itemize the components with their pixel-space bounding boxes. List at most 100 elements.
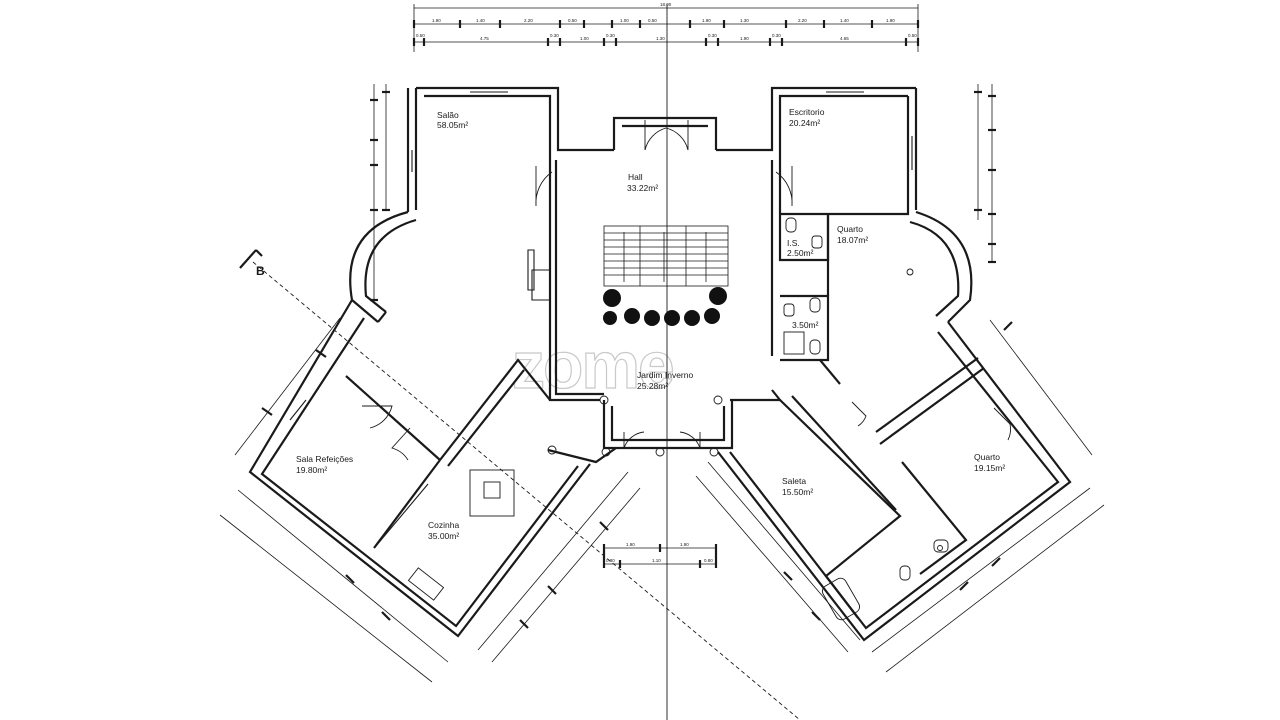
svg-text:0.30: 0.30 — [772, 33, 781, 38]
walls-entrance — [547, 268, 914, 457]
column-entrance-right — [709, 447, 719, 457]
svg-text:0.30: 0.30 — [708, 33, 717, 38]
svg-text:0.80: 0.80 — [606, 558, 615, 563]
door-saleta — [851, 401, 867, 427]
bidet-wc — [809, 339, 821, 355]
column-outer-left — [547, 445, 557, 455]
room-escritorio-area: 20.24m² — [789, 118, 820, 128]
sink-drain — [937, 545, 943, 551]
room-is-name: I.S. — [787, 238, 800, 248]
room-saleta-area: 15.50m² — [782, 487, 813, 497]
svg-text:2.20: 2.20 — [798, 18, 807, 23]
door-sala-2 — [391, 427, 411, 461]
column-right — [713, 395, 723, 405]
svg-text:1.90: 1.90 — [432, 18, 441, 23]
hall-doors — [535, 120, 793, 207]
svg-text:0.30: 0.30 — [550, 33, 559, 38]
room-wc-area: 3.50m² — [792, 320, 819, 330]
svg-text:1.90: 1.90 — [680, 542, 689, 547]
room-quarto2-area: 19.15m² — [974, 463, 1005, 473]
svg-text:0.50: 0.50 — [648, 18, 657, 23]
door-hall-left — [535, 166, 553, 207]
walls-hall — [527, 116, 783, 402]
svg-text:4.65: 4.65 — [840, 36, 849, 41]
walls-bathrooms — [778, 214, 841, 385]
room-hall-area: 33.22m² — [627, 183, 658, 193]
svg-text:1.40: 1.40 — [840, 18, 849, 23]
column-quarto1 — [906, 268, 914, 276]
column-outer-right — [655, 447, 665, 457]
staircase — [603, 225, 729, 287]
room-jardim-area: 25.28m² — [637, 381, 668, 391]
svg-text:0.50: 0.50 — [568, 18, 577, 23]
svg-text:4.75: 4.75 — [480, 36, 489, 41]
room-jardim-name: Jardim Inverno — [637, 370, 693, 380]
section-marker-symbol — [239, 249, 263, 269]
sink-is — [811, 235, 823, 249]
room-cozinha-name: Cozinha — [428, 520, 459, 530]
svg-text:0.30: 0.30 — [606, 33, 615, 38]
winter-garden-plants — [603, 287, 727, 326]
svg-text:0.50: 0.50 — [908, 33, 917, 38]
svg-text:1.30: 1.30 — [740, 18, 749, 23]
door-quarto2 — [993, 407, 1011, 441]
center-dimensions: 1.90 1.90 0.80 1.10 0.80 — [602, 542, 718, 568]
svg-text:1.90: 1.90 — [886, 18, 895, 23]
svg-text:0.80: 0.80 — [704, 558, 713, 563]
left-wing-dimensions — [219, 317, 641, 683]
toilet-wc — [809, 297, 821, 313]
walls-lower-right-wing — [717, 321, 1072, 642]
room-cozinha-area: 35.00m² — [428, 531, 459, 541]
walls-escritorio — [716, 86, 973, 323]
walls-salao — [349, 86, 614, 323]
room-salao-area: 58.05m² — [437, 120, 468, 130]
sink-wc — [783, 303, 795, 317]
room-salao-name: Salão — [437, 110, 459, 120]
door-sala-1 — [362, 405, 393, 429]
kitchen-island — [469, 469, 515, 517]
svg-text:0.50: 0.50 — [416, 33, 425, 38]
door-entrance-right — [679, 431, 701, 449]
watermark: zome — [512, 328, 673, 402]
dim-overall: 18.00 — [660, 2, 672, 7]
toilet-suite — [899, 565, 911, 581]
section-marker-label: B — [256, 264, 265, 278]
svg-text:1.10: 1.10 — [652, 558, 661, 563]
room-is-area: 2.50m² — [787, 248, 814, 258]
room-escritorio-name: Escritorio — [789, 107, 825, 117]
room-sala-area: 19.80m² — [296, 465, 327, 475]
svg-text:1.90: 1.90 — [626, 542, 635, 547]
shower-tray — [783, 331, 805, 355]
right-side-dimensions — [974, 84, 996, 264]
room-quarto1-name: Quarto — [837, 224, 863, 234]
column-left — [599, 395, 609, 405]
room-saleta-name: Saleta — [782, 476, 806, 486]
walls-lower-left-wing — [248, 299, 617, 638]
svg-text:2.20: 2.20 — [524, 18, 533, 23]
svg-text:1.00: 1.00 — [580, 36, 589, 41]
door-hall-entry-left — [644, 120, 667, 151]
toilet-is — [785, 217, 797, 233]
top-dimensions: 18.00 1.90 1.40 2.20 0.50 1.00 0.50 1.90… — [412, 2, 920, 52]
room-sala-name: Sala Refeições — [296, 454, 353, 464]
door-hall-right — [775, 166, 793, 207]
cooktop — [483, 481, 501, 499]
door-entrance-left — [623, 431, 645, 449]
room-quarto1-area: 18.07m² — [837, 235, 868, 245]
oven — [407, 567, 445, 601]
room-quarto2-name: Quarto — [974, 452, 1000, 462]
right-wing-dimensions — [695, 319, 1105, 673]
left-side-dimensions — [370, 84, 390, 302]
svg-text:1.30: 1.30 — [656, 36, 665, 41]
sink-suite — [933, 539, 949, 553]
svg-text:1.40: 1.40 — [476, 18, 485, 23]
door-hall-entry-right — [665, 120, 689, 151]
svg-text:1.90: 1.90 — [702, 18, 711, 23]
bathtub — [821, 577, 861, 621]
svg-text:1.00: 1.00 — [620, 18, 629, 23]
room-hall-name: Hall — [628, 172, 643, 182]
column-entrance-left — [601, 447, 611, 457]
svg-text:1.90: 1.90 — [740, 36, 749, 41]
room-labels: Salão 58.05m² Hall 33.22m² Escritorio 20… — [296, 107, 1005, 541]
